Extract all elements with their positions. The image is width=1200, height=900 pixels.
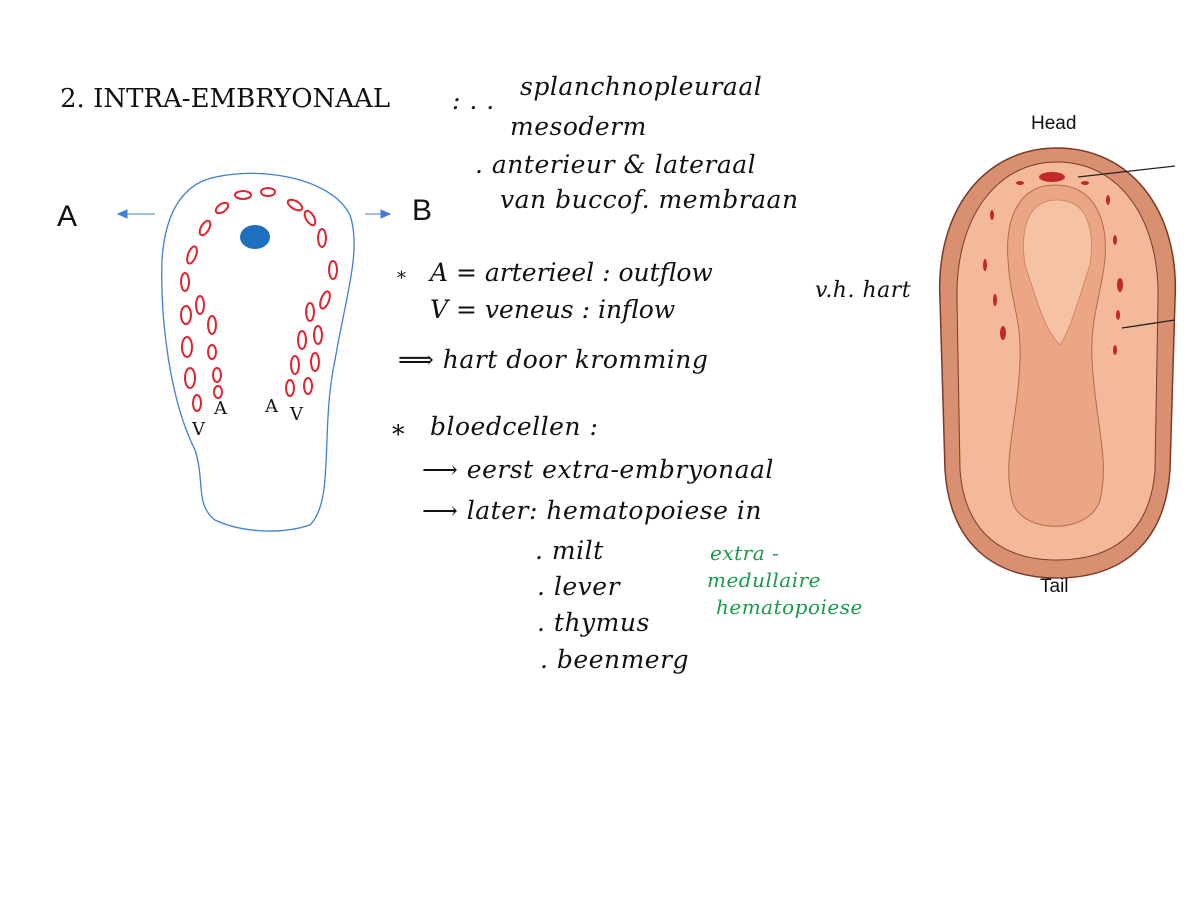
title-separator: : . . (452, 86, 495, 115)
label-b: B (412, 194, 433, 227)
blood-islands (180, 187, 338, 412)
of-the-heart-note: v.h. hart (815, 278, 912, 303)
organ-thymus: . thymus (537, 608, 650, 637)
green-note-2: medullaire (707, 568, 821, 592)
blood-bullet: * (392, 420, 405, 449)
vessel-label-a-left: A (214, 398, 228, 419)
conclusion: ⟹ hart door kromming (398, 345, 709, 374)
embryo-figure (938, 147, 1177, 579)
figure-tail-label: Tail (1040, 576, 1069, 597)
av-bullet: * (397, 268, 407, 289)
organ-liver: . lever (537, 572, 621, 601)
page-title: 2. INTRA-EMBRYONAAL (60, 84, 391, 114)
note-line-4: van buccof. membraan (500, 185, 799, 214)
organ-bone-marrow: . beenmerg (540, 645, 690, 674)
vessel-label-a-right: A (265, 396, 279, 417)
green-note-1: extra - (710, 541, 780, 565)
organ-spleen: . milt (535, 536, 604, 565)
arrow-right-icon (365, 209, 392, 219)
later-hematopoiesis: ⟶ later: hematopoiese in (422, 496, 762, 525)
note-line-2: mesoderm (510, 112, 647, 141)
venous-definition: V = veneus : inflow (430, 295, 676, 324)
label-a: A (57, 200, 78, 233)
green-note-3: hematopoiese (716, 595, 863, 619)
embryo-outline (161, 172, 355, 532)
first-extra-embryonic: ⟶ eerst extra-embryonaal (422, 455, 774, 484)
note-line-1: splanchnopleuraal (520, 72, 763, 101)
note-line-3: . anterieur & lateraal (475, 150, 757, 179)
blood-cells-heading: bloedcellen : (430, 412, 599, 441)
figure-head-label: Head (1031, 113, 1077, 134)
vessel-label-v-left: V (192, 419, 206, 440)
vessel-label-v-right: V (290, 404, 304, 425)
arterial-definition: A = arterieel : outflow (430, 258, 713, 287)
arrow-left-icon (116, 209, 155, 219)
blue-blob (240, 225, 270, 249)
